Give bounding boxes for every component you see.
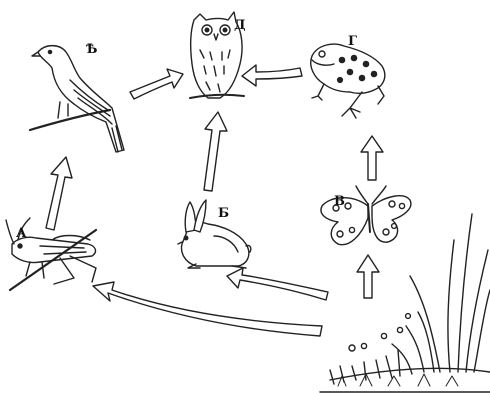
arrow-grasshopper-to-bird (46, 157, 72, 230)
arrow-bird-to-owl (130, 69, 183, 99)
label-bird: Ѣ (86, 42, 97, 57)
arrow-frog-to-owl (242, 65, 302, 86)
bird-icon (30, 46, 124, 152)
rabbit-icon (178, 200, 251, 268)
frog-icon (311, 44, 385, 118)
arrow-grass-to-rabbit (227, 268, 328, 300)
arrow-butterfly-to-frog (361, 136, 383, 180)
label-owl: Д (234, 18, 246, 33)
label-frog: Г (348, 34, 357, 49)
label-butterfly: В (334, 194, 345, 209)
arrow-rabbit-to-owl (204, 112, 227, 191)
label-rabbit: Б (218, 206, 229, 221)
label-grasshopper: А (16, 226, 27, 241)
arrow-grass-to-butterfly (357, 255, 379, 298)
